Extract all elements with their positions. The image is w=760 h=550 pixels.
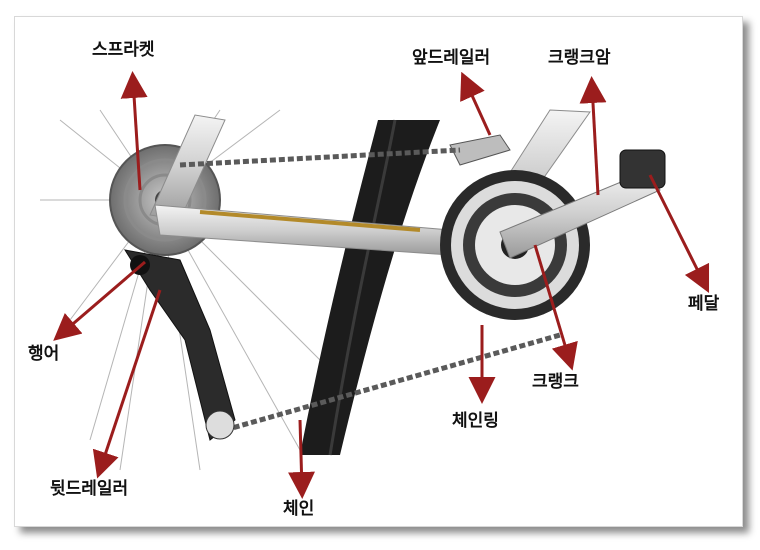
arrow-pedal xyxy=(648,174,710,294)
label-chainring: 체인링 xyxy=(452,411,499,431)
pedal xyxy=(619,149,666,189)
label-hanger: 행어 xyxy=(28,344,60,364)
tire xyxy=(300,120,440,455)
chain xyxy=(179,147,561,433)
label-sprocket: 스프라켓 xyxy=(92,40,155,60)
label-pedal: 페달 xyxy=(688,294,720,314)
label-chain: 체인 xyxy=(283,499,315,519)
arrow-chain xyxy=(287,419,315,499)
label-front-derailleur: 앞드레일러 xyxy=(412,48,491,68)
arrow-sprocket xyxy=(120,71,148,191)
arrow-front-derailleur xyxy=(460,71,492,136)
label-crank: 크랭크 xyxy=(532,372,579,392)
crank-arm xyxy=(499,169,661,259)
front-derailleur xyxy=(449,134,511,166)
label-rear-derailleur: 뒷드레일러 xyxy=(50,479,129,499)
arrow-hanger xyxy=(53,260,146,341)
label-crank-arm: 크랭크암 xyxy=(548,48,611,68)
arrow-crank xyxy=(533,244,578,371)
arrow-crank-arm xyxy=(579,76,607,196)
arrow-rear-derailleur xyxy=(92,289,162,479)
arrows xyxy=(53,71,710,499)
